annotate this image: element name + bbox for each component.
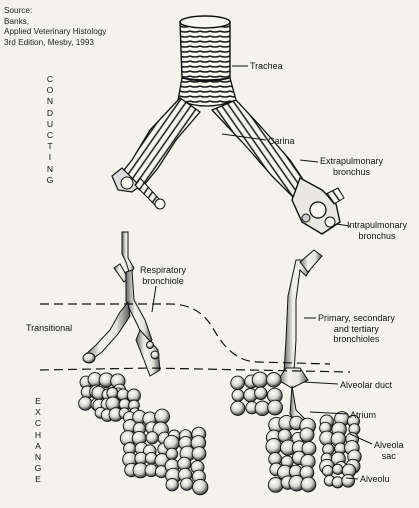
alveolus-bubble <box>231 376 245 390</box>
leader-respiratory-bronchiole <box>152 286 156 312</box>
section-letter: I <box>44 152 56 163</box>
alveolus-bubble <box>231 401 245 415</box>
label-alveolar-duct: Alveolar duct <box>340 380 392 391</box>
leader-alveolar-duct <box>304 382 338 384</box>
section-letter: O <box>44 85 56 96</box>
alveolus-bubble <box>232 389 244 401</box>
leader-extrapulmonary <box>300 160 318 162</box>
label-extrapulmonary-bronchus: Extrapulmonary bronchus <box>320 156 383 177</box>
section-letter: H <box>32 430 44 441</box>
alveolus-bubble <box>79 397 92 410</box>
alveolus-bubble <box>193 479 208 494</box>
label-alveolus: Alveolu <box>360 474 390 485</box>
alveolus-bubble <box>266 439 282 455</box>
trachea-drawing <box>178 16 236 106</box>
label-respiratory-bronchiole: Respiratory bronchiole <box>140 265 186 286</box>
source-citation: Source: Banks, Applied Veterinary Histol… <box>4 6 106 48</box>
section-letter: C <box>32 418 44 429</box>
section-letter: D <box>44 108 56 119</box>
left-bronchiole-tree <box>83 232 160 376</box>
section-letter: C <box>44 130 56 141</box>
alveolus-bubble <box>166 479 178 491</box>
section-letter: A <box>32 441 44 452</box>
label-atrium: Atrium <box>350 410 376 421</box>
label-primary-secondary-tertiary-bronchioles: Primary, secondary and tertiary bronchio… <box>318 313 395 345</box>
alveolus-bubble <box>342 474 355 487</box>
section-letter: C <box>44 74 56 85</box>
alveolus-bubble <box>300 428 314 442</box>
section-letter: N <box>44 96 56 107</box>
right-bronchiole-tree <box>278 250 322 428</box>
left-alveolar-clusters <box>79 373 208 495</box>
section-letter: E <box>32 474 44 485</box>
alveolus-bubble <box>146 432 158 444</box>
section-letter: N <box>44 164 56 175</box>
label-carina: Carina <box>268 136 295 147</box>
alveolus-bubble <box>255 387 267 399</box>
alveolus-bubble <box>166 448 178 460</box>
alveolus-bubble <box>333 464 343 474</box>
alveolus-bubble <box>181 478 193 490</box>
section-letter: G <box>44 175 56 186</box>
section-letter: U <box>44 119 56 130</box>
label-transitional: Transitional <box>26 323 72 334</box>
alveolus-bubble <box>268 400 283 415</box>
label-intrapulmonary-bronchus: Intrapulmonary bronchus <box>347 220 407 241</box>
alveolus-bubble <box>268 478 283 493</box>
label-alveolar-sac: Alveola sac <box>374 440 404 461</box>
section-letter: T <box>44 141 56 152</box>
label-trachea: Trachea <box>250 61 283 72</box>
alveolus-bubble <box>192 447 206 461</box>
alveolus-bubble <box>322 465 333 476</box>
section-letter: N <box>32 452 44 463</box>
section-letter: E <box>32 396 44 407</box>
alveolus-bubble <box>301 477 316 492</box>
section-letter: G <box>32 463 44 474</box>
section-letter: X <box>32 407 44 418</box>
left-bronchus-drawing <box>112 98 200 209</box>
alveolus-bubble <box>267 373 282 388</box>
alveolus-bubble <box>252 372 268 388</box>
